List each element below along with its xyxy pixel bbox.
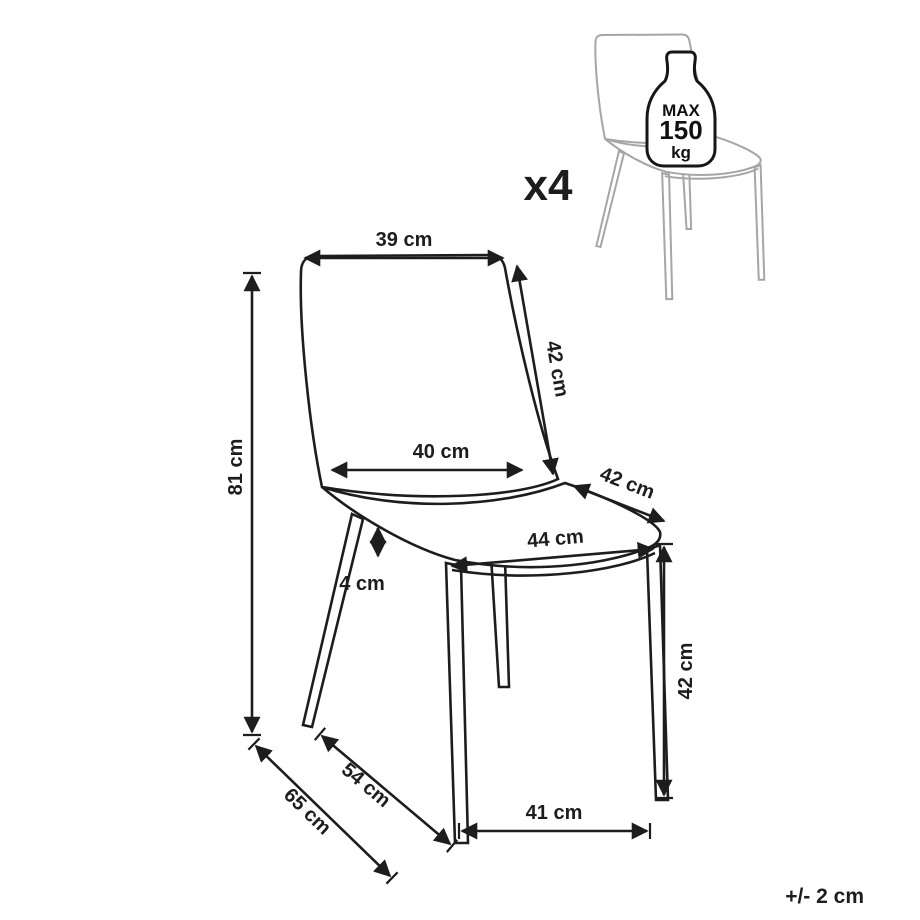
dim-base-side-depth: 54 cm	[313, 727, 459, 853]
dim-overall-depth-label: 65 cm	[279, 784, 335, 839]
dim-backrest-width: 40 cm	[330, 441, 524, 479]
max-weight-line3: kg	[671, 143, 691, 162]
dim-overall-height: 81 cm	[225, 271, 261, 737]
dim-base-front-width-label: 41 cm	[526, 802, 583, 824]
dim-seat-thickness: 4 cm	[339, 526, 387, 595]
dim-overall-height-label: 81 cm	[225, 439, 247, 496]
quantity-label: x4	[524, 161, 573, 210]
max-weight-line1: MAX	[662, 101, 700, 120]
dim-base-front-width: 41 cm	[457, 802, 652, 840]
dim-backrest-width-label: 40 cm	[413, 441, 470, 463]
max-weight-badge: MAX 150 kg	[645, 50, 717, 168]
tolerance-label: +/- 2 cm	[785, 885, 864, 908]
dim-backrest-top-width-label: 39 cm	[376, 229, 433, 251]
dim-seat-width-label: 44 cm	[526, 526, 584, 553]
dim-seat-height-label: 42 cm	[675, 643, 697, 700]
chair-outline	[299, 253, 670, 845]
dim-overall-depth: 65 cm	[247, 737, 399, 885]
dim-seat-width: 44 cm	[450, 526, 655, 574]
dim-base-side-depth-label: 54 cm	[337, 759, 395, 812]
max-weight-line2: 150	[659, 115, 702, 145]
dim-seat-thickness-label: 4 cm	[339, 573, 385, 595]
dim-seat-height: 42 cm	[655, 542, 697, 800]
weight-icon	[645, 50, 717, 168]
dim-backrest-top-width: 39 cm	[303, 229, 505, 267]
dim-backrest-height-label: 42 cm	[541, 339, 573, 399]
